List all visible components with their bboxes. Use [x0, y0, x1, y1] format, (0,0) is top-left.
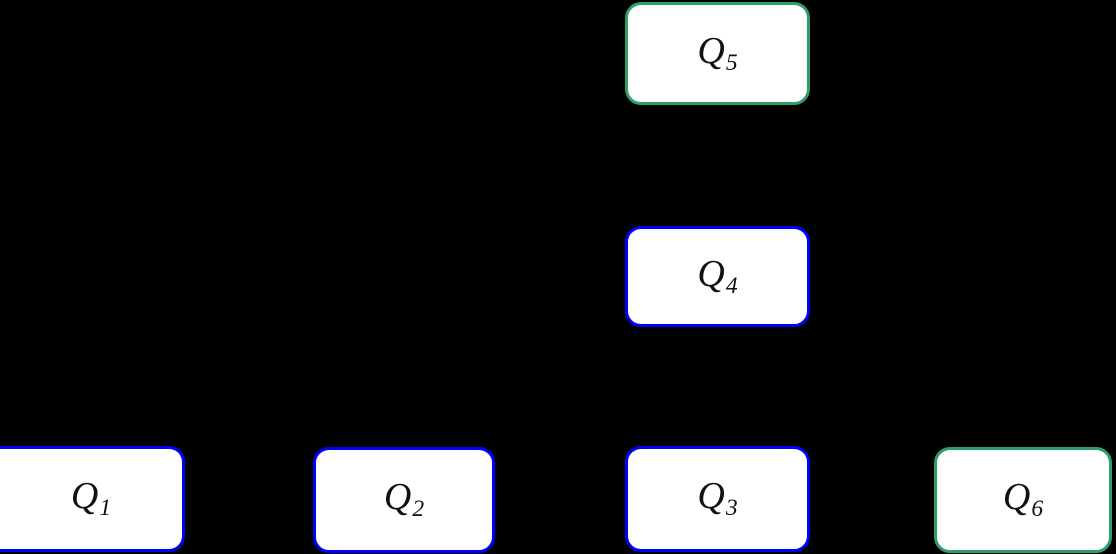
node-q4[interactable]: Q4 [625, 226, 810, 327]
node-label-base: Q [697, 475, 725, 518]
node-q6[interactable]: Q6 [934, 447, 1112, 553]
node-label-subscript: 3 [725, 495, 738, 522]
node-label-q4: Q4 [697, 255, 737, 299]
node-label-base: Q [70, 475, 99, 518]
node-label-subscript: 5 [725, 49, 738, 76]
node-label-q1: Q1 [71, 477, 111, 521]
node-q2[interactable]: Q2 [313, 447, 495, 553]
node-label-q2: Q2 [384, 478, 424, 522]
node-q1[interactable]: Q1 [0, 446, 185, 552]
node-q5[interactable]: Q5 [625, 2, 810, 105]
node-label-base: Q [697, 29, 725, 72]
node-label-base: Q [697, 252, 725, 295]
node-label-base: Q [1002, 476, 1031, 519]
node-label-subscript: 6 [1031, 496, 1044, 523]
node-label-q3: Q3 [697, 477, 737, 521]
node-label-subscript: 4 [725, 272, 738, 299]
node-q3[interactable]: Q3 [625, 446, 810, 552]
node-label-subscript: 1 [99, 495, 112, 522]
node-label-q6: Q6 [1003, 478, 1043, 522]
node-label-subscript: 2 [412, 496, 425, 523]
node-label-base: Q [383, 476, 412, 519]
node-label-q5: Q5 [697, 32, 737, 76]
